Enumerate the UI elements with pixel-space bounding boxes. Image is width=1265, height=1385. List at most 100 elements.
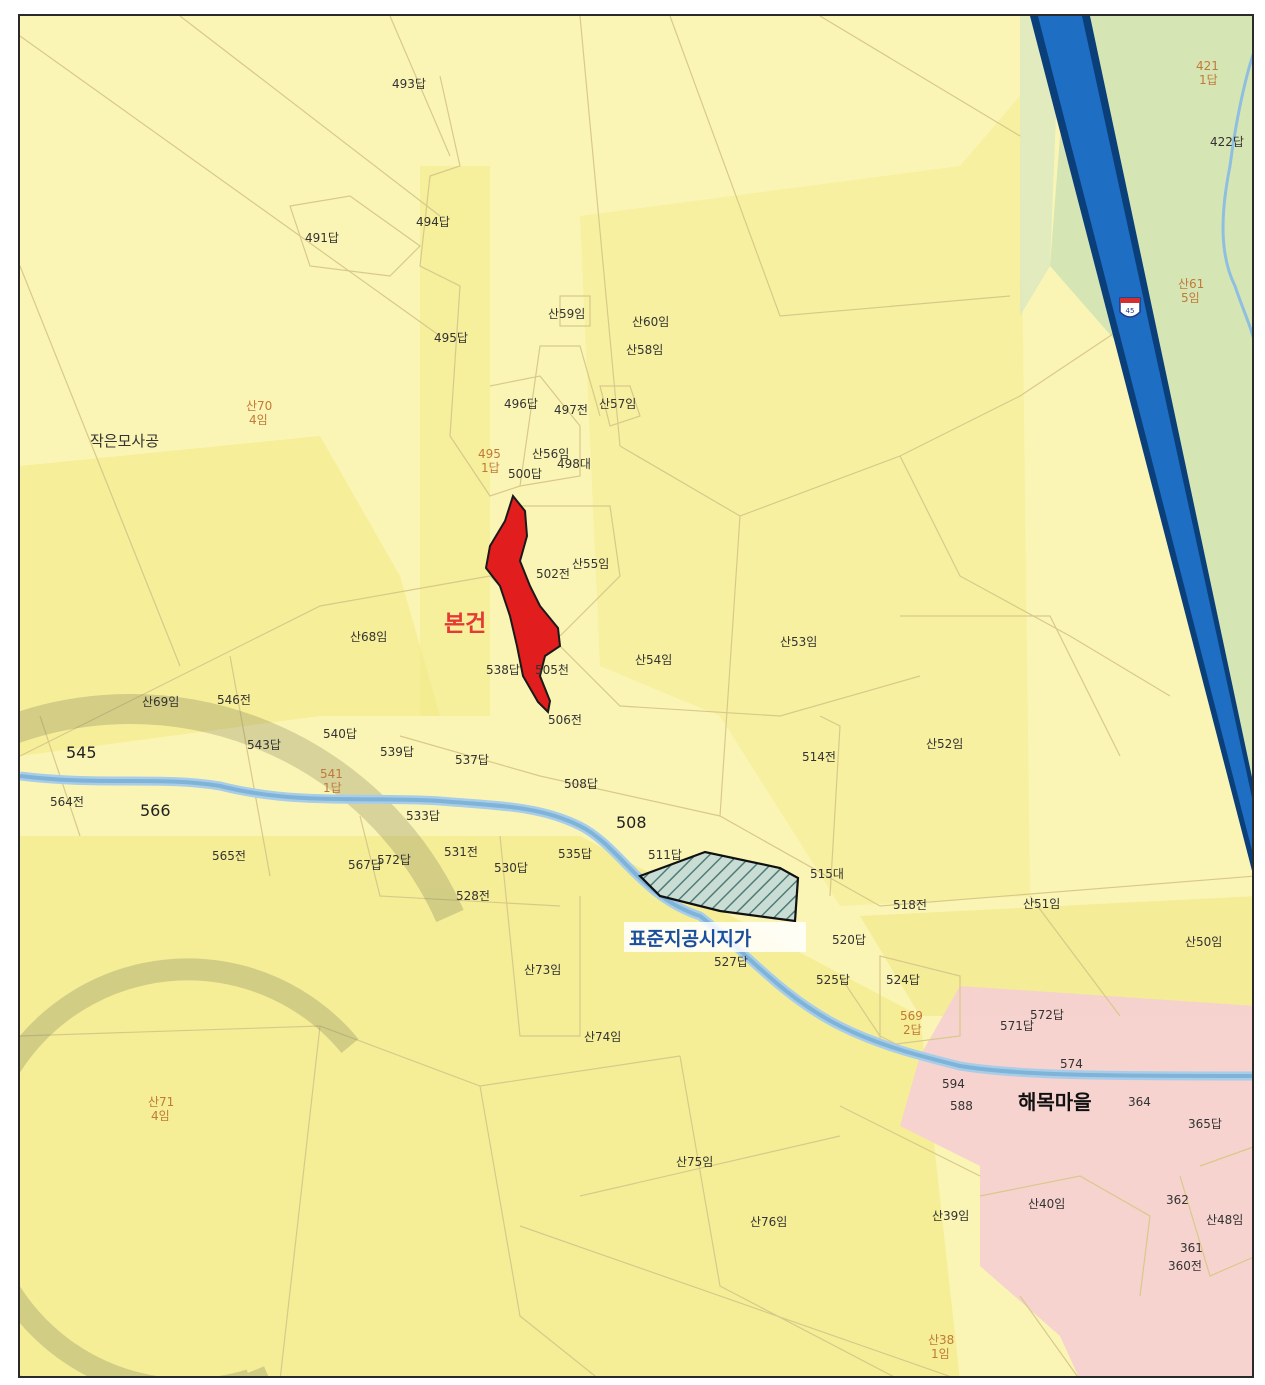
- parcel-label-p502: 502전: [536, 567, 570, 581]
- parcel-label-s69: 산69임: [142, 695, 179, 709]
- parcel-label-p574: 574: [1060, 1057, 1083, 1071]
- parcel-label-s60: 산60임: [632, 315, 669, 329]
- highway: [1030, 16, 1252, 871]
- parcel-label-p362: 362: [1166, 1193, 1189, 1207]
- parcel-label-p495: 495답: [434, 331, 468, 345]
- parcel-label-p543: 543답: [247, 738, 281, 752]
- parcel-label-s52: 산52임: [926, 737, 963, 751]
- orange-label-s61-line2: 5임: [1181, 291, 1200, 305]
- parcel-label-p567: 567답: [348, 858, 382, 872]
- highway-route-number: 45: [1126, 307, 1135, 315]
- orange-label-s61-line1: 산61: [1178, 277, 1204, 291]
- parcel-label-s40: 산40임: [1028, 1197, 1065, 1211]
- parcel-label-p491: 491답: [305, 231, 339, 245]
- parcel-label-s50: 산50임: [1185, 935, 1222, 949]
- parcel-label-p539: 539답: [380, 745, 414, 759]
- parcel-label-p494: 494답: [416, 215, 450, 229]
- parcel-label-p527: 527답: [714, 955, 748, 969]
- parcel-label-p365: 365답: [1188, 1117, 1222, 1131]
- orange-label-s70-line1: 산70: [246, 399, 272, 413]
- parcel-label-s55: 산55임: [572, 557, 609, 571]
- parcel-label-p515: 515대: [810, 867, 844, 881]
- parcel-label-s48: 산48임: [1206, 1213, 1243, 1227]
- parcel-label-s53: 산53임: [780, 635, 817, 649]
- standard-land-price-parcel[interactable]: [638, 850, 800, 923]
- parcel-label-s58: 산58임: [626, 343, 663, 357]
- parcel-label-p493: 493답: [392, 77, 426, 91]
- parcel-label-p537: 537답: [455, 753, 489, 767]
- orange-label-s70-line2: 4임: [249, 413, 268, 427]
- orange-label-p495b-line2: 1답: [481, 461, 500, 475]
- parcel-label-p535: 535답: [558, 847, 592, 861]
- parcel-label-p566: 566: [140, 801, 171, 820]
- parcel-label-s73: 산73임: [524, 963, 561, 977]
- subject-label: 본건: [444, 611, 486, 637]
- orange-label-s38-line2: 1임: [931, 1347, 950, 1361]
- orange-label-p541-line1: 541: [320, 767, 343, 781]
- standard-land-price-label: 표준지공시지가: [629, 928, 752, 950]
- parcel-label-p540: 540답: [323, 727, 357, 741]
- parcel-label-p422: 422답: [1210, 135, 1244, 149]
- orange-label-s71-line2: 4임: [151, 1109, 170, 1123]
- parcel-label-p531: 531전: [444, 845, 478, 859]
- subject-parcel[interactable]: [484, 493, 562, 715]
- stream-east: [1221, 52, 1252, 339]
- parcel-label-p546: 546전: [217, 693, 251, 707]
- parcel-label-p572: 572답: [377, 853, 411, 867]
- parcel-label-s54: 산54임: [635, 653, 672, 667]
- orange-label-p569-line2: 2답: [903, 1023, 922, 1037]
- parcel-label-s51: 산51임: [1023, 897, 1060, 911]
- parcel-label-p514: 514전: [802, 750, 836, 764]
- watermark-logo-icon: [20, 693, 464, 1376]
- orange-label-p541-line2: 1답: [323, 781, 342, 795]
- orange-label-p421-line2: 1답: [1199, 73, 1218, 87]
- parcel-label-p505: 505천: [535, 662, 569, 677]
- orange-label-s71-line1: 산71: [148, 1095, 174, 1109]
- parcel-label-p508: 508: [616, 813, 647, 832]
- parcel-label-s59: 산59임: [548, 307, 585, 321]
- parcel-label-p496: 496답: [504, 397, 538, 411]
- parcel-label-p530: 530답: [494, 861, 528, 875]
- parcel-label-s76: 산76임: [750, 1215, 787, 1229]
- parcel-label-s39: 산39임: [932, 1209, 969, 1223]
- parcel-label-p571: 571답: [1000, 1019, 1034, 1033]
- parcel-label-p498: 498대: [557, 457, 591, 471]
- parcel-label-p594: 594: [942, 1077, 965, 1091]
- parcel-label-p506: 506전: [548, 713, 582, 727]
- parcel-label-p545: 545: [66, 743, 97, 762]
- parcel-label-s68: 산68임: [350, 630, 387, 644]
- terrain-band-south: [20, 836, 960, 1376]
- terrain-band-left: [20, 436, 440, 756]
- orange-label-p421-line1: 421: [1196, 59, 1219, 73]
- parcel-label-p528: 528전: [456, 889, 490, 903]
- parcel-label-p572b: 572답: [1030, 1008, 1064, 1022]
- parcel-label-p588: 588: [950, 1099, 973, 1113]
- orange-label-p569-line1: 569: [900, 1009, 923, 1023]
- parcel-label-s75: 산75임: [676, 1155, 713, 1169]
- parcel-label-p520: 520답: [832, 933, 866, 947]
- parcel-label-s57: 산57임: [599, 397, 636, 411]
- parcel-label-p518: 518전: [893, 898, 927, 912]
- village-area: [900, 986, 1252, 1376]
- terrain-band-east: [860, 896, 1252, 1016]
- orange-label-p495b-line1: 495: [478, 447, 501, 461]
- parcel-label-p361: 361: [1180, 1241, 1203, 1255]
- parcel-label-s56: 산56임: [532, 447, 569, 461]
- parcel-label-p533: 533답: [406, 809, 440, 823]
- parcel-label-p538: 538답: [486, 663, 520, 677]
- village-label: 해목마을: [1018, 1090, 1092, 1114]
- parcel-label-p500: 500답: [508, 467, 542, 481]
- parcel-label-p508d: 508답: [564, 777, 598, 791]
- orange-label-s38-line1: 산38: [928, 1333, 954, 1347]
- parcel-boundaries: [20, 16, 1252, 1376]
- place-label-small-village: 작은모사공: [90, 432, 159, 450]
- terrain-band-right: [580, 96, 1030, 906]
- parcel-label-p360: 360전: [1168, 1259, 1202, 1273]
- parcel-label-p565: 565전: [212, 849, 246, 863]
- parcel-label-p511: 511답: [648, 848, 682, 862]
- parcel-label-p525: 525답: [816, 973, 850, 987]
- parcel-label-p364: 364: [1128, 1095, 1151, 1109]
